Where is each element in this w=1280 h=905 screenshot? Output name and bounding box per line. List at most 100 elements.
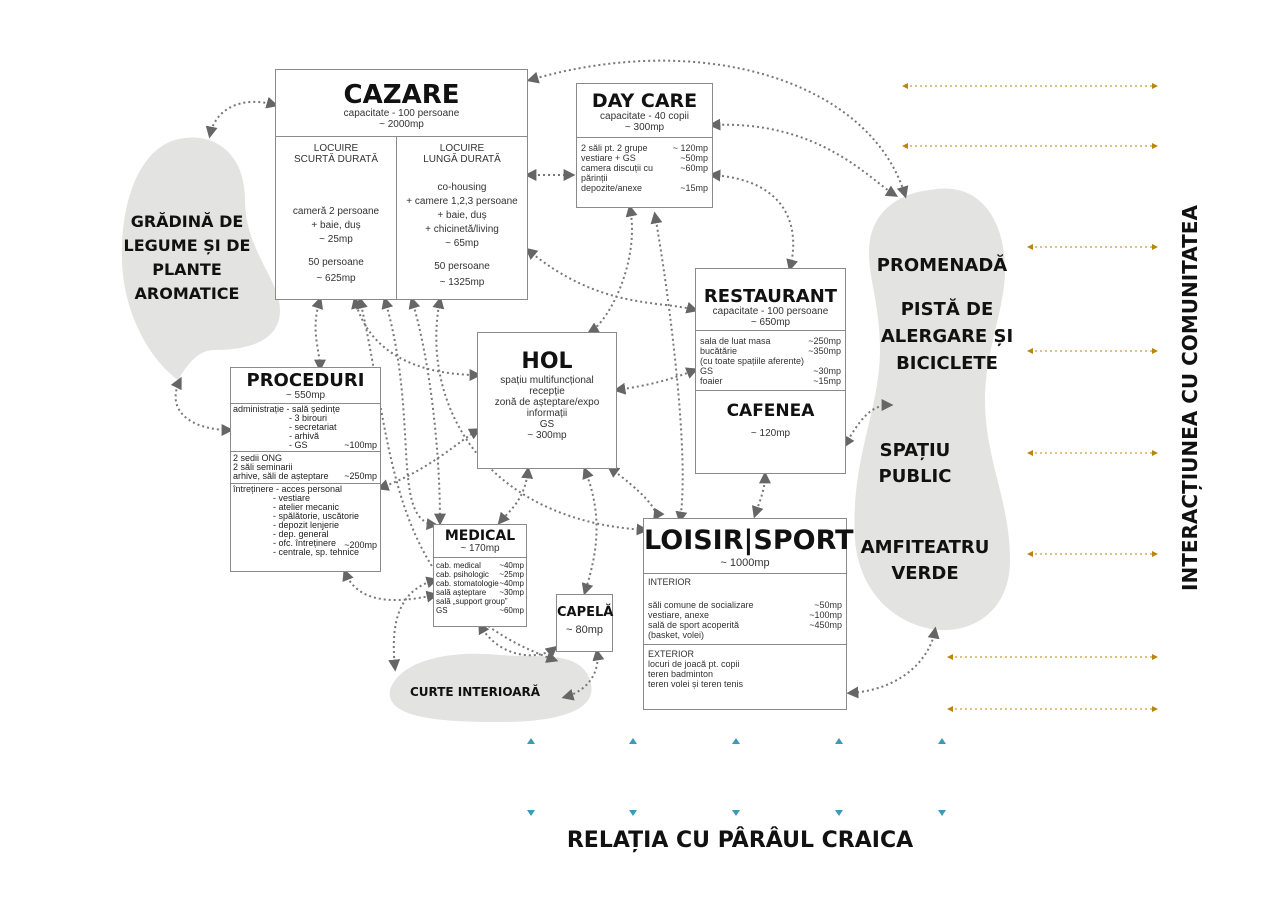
short-l1: cameră 2 persoane [292,206,380,217]
relatia-title: RELAȚIA CU PÂRÂUL CRAICA [566,828,914,853]
long-l7: ~ 1325mp [439,277,485,288]
medical-area: ~ 170mp [460,543,500,554]
hol-area: ~ 300mp [527,430,567,441]
cazare-short: LOCUIRE SCURTĂ DURATĂ cameră 2 persoane … [276,137,397,299]
hol-line: recepție [529,386,565,397]
intretinere-area: ~200mp [344,540,377,550]
proceduri-section-ong: 2 sedii ONG 2 săli seminarii arhive, săl… [231,451,380,483]
pista-label: PISTĂ DE ALERGARE ȘI BICICLETE [880,299,1014,374]
gradina-line1: GRĂDINĂ DE [130,212,244,231]
daycare-box: DAY CARE capacitate - 40 copii ~ 300mp 2… [576,83,713,208]
curte-label: CURTE INTERIOARĂ [409,685,541,699]
loisir-interior: INTERIOR săli comune de socializare~50mp… [644,573,846,644]
cazare-box: CAZARE capacitate - 100 persoane ~ 2000m… [275,69,528,300]
cazare-capacity: capacitate - 100 persoane [343,108,460,119]
proceduri-box: PROCEDURI ~ 550mp administrație - sală ș… [230,367,381,572]
hol-line: GS [539,419,555,430]
short-l4: 50 persoane [308,257,364,268]
spatiu-public-label: SPAȚIU PUBLIC [878,440,952,487]
long-heading1: LOCUIRE [439,143,485,154]
medical-item: sală „support group” [436,597,508,606]
proceduri-title: PROCEDURI [246,370,365,391]
hol-line: zonă de așteptare/expo [494,397,600,408]
long-l4: + chicinetă/living [425,224,499,235]
promenada-blob [854,188,1010,630]
hol-line: informații [526,408,568,419]
hol-box: HOL spațiu multifuncțional recepție zonă… [477,332,617,469]
gradina-line3: PLANTE [152,260,222,279]
restaurant-item: sala de luat masa~250mp [700,336,841,346]
interior-item: sală de sport acoperită~450mp [648,620,842,630]
proceduri-section-intretinere: întreținere - acces personal - vestiare … [231,483,380,558]
restaurant-title: RESTAURANT [703,286,838,307]
medical-item: cab. medical~40mp [436,561,524,570]
long-l2: + camere 1,2,3 persoane [406,196,518,207]
medical-item: cab. stomatologie~40mp [436,579,524,588]
curte-blob [389,653,592,722]
interior-item: vestiare, anexe~100mp [648,610,842,620]
promenada-label: PROMENADĂ [876,255,1008,276]
gradina-line2: LEGUME ȘI DE [123,236,251,255]
exterior-item: locuri de joacă pt. copii [648,659,740,669]
cafenea-section: CAFENEA ~ 120mp [696,390,845,439]
short-heading2: SCURTĂ DURATĂ [293,154,379,165]
restaurant-box: RESTAURANT capacitate - 100 persoane ~ 6… [695,268,846,474]
ong-area: ~250mp [344,471,377,481]
daycare-title: DAY CARE [591,90,698,112]
long-heading2: LUNGĂ DURATĂ [423,154,501,165]
long-l6: 50 persoane [434,261,490,272]
medical-item: GS~60mp [436,606,524,615]
interior-item: săli comune de socializare~50mp [648,600,842,610]
restaurant-item: GS~30mp [700,366,841,376]
loisir-area: ~ 1000mp [720,557,770,569]
restaurant-list: sala de luat masa~250mp bucătărie~350mp … [696,330,845,390]
short-l5: ~ 625mp [316,273,356,284]
daycare-capacity: capacitate - 40 copii [600,111,689,122]
cazare-area: ~ 2000mp [379,119,424,130]
medical-item: cab. psihologic~25mp [436,570,524,579]
medical-title: MEDICAL [444,528,516,544]
restaurant-capacity: capacitate - 100 persoane [712,306,829,317]
loisir-title: LOISIR|SPORT [644,525,854,556]
cafenea-area: ~ 120mp [750,428,791,439]
exterior-item: teren badminton [648,669,714,679]
long-l5: ~ 65mp [445,238,479,249]
gradina-line4: AROMATICE [134,284,240,303]
medical-box: MEDICAL ~ 170mp cab. medical~40mp cab. p… [433,524,527,627]
loisir-box: LOISIR|SPORT ~ 1000mp INTERIOR săli comu… [643,518,854,710]
daycare-list: 2 săli pt. 2 grupe~ 120mp vestiare + GS~… [577,137,712,193]
restaurant-item: foaier~15mp [700,376,841,386]
interior-item: (basket, volei) [648,630,705,640]
long-l1: co-housing [437,182,487,193]
medical-item: sală așteptare~30mp [436,588,524,597]
admin-area: ~100mp [344,440,377,450]
short-l2: + baie, duș [311,220,361,231]
cafenea-title: CAFENEA [726,401,815,421]
interior-title: INTERIOR [648,577,692,587]
restaurant-item: (cu toate spațiile aferente) [700,356,805,366]
daycare-item: camera discuții cu părinții~60mp [581,163,708,183]
long-l3: + baie, duș [437,210,487,221]
medical-list: cab. medical~40mp cab. psihologic~25mp c… [434,557,526,615]
exterior-item: teren volei și teren tenis [648,679,744,689]
amfiteatru-label: AMFITEATRU VERDE [860,537,990,584]
loisir-exterior: EXTERIOR locuri de joacă pt. copii teren… [644,644,846,693]
short-heading1: LOCUIRE [313,143,359,154]
proceduri-area: ~ 550mp [285,390,326,401]
daycare-item: depozite/anexe~15mp [581,183,708,193]
proceduri-section-admin: administrație - sală ședințe - 3 birouri… [231,403,380,451]
capela-title: CAPELĂ [557,605,614,620]
hol-line: spațiu multifuncțional [500,375,594,386]
cazare-title: CAZARE [343,80,460,110]
daycare-item: vestiare + GS~50mp [581,153,708,163]
interactiunea-title: INTERACȚIUNEA CU COMUNITATEA [1178,205,1202,591]
exterior-title: EXTERIOR [648,649,695,659]
daycare-area: ~ 300mp [624,122,665,133]
hol-title: HOL [521,349,573,374]
restaurant-item: bucătărie~350mp [700,346,841,356]
restaurant-area: ~ 650mp [750,317,791,328]
capela-area: ~ 80mp [566,624,603,636]
cazare-long: LOCUIRE LUNGĂ DURATĂ co-housing + camere… [397,137,527,299]
